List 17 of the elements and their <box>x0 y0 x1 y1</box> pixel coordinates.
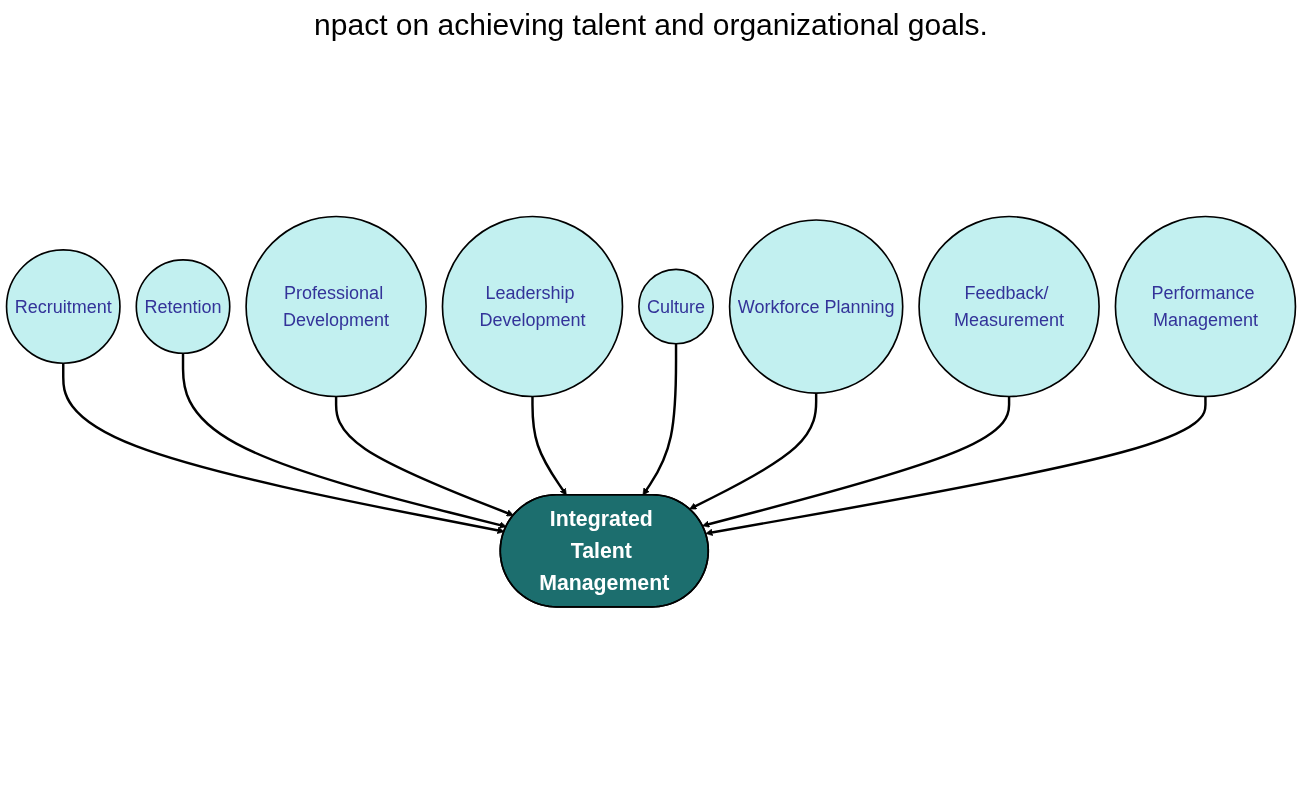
node-circle: Leadership Development <box>441 216 624 398</box>
arrow <box>181 353 507 529</box>
note-text: npact on achieving talent and organizational goals. <box>313 8 989 42</box>
node-circle: Feedback/ Measurement <box>918 216 1100 398</box>
node-circle: Recruitment <box>5 249 121 365</box>
node-circle: Culture <box>638 268 715 345</box>
arrow <box>705 396 1207 537</box>
node-circle: Workforce Planning <box>728 219 904 395</box>
arrow <box>702 396 1011 528</box>
arrow <box>334 396 514 517</box>
node-circle: Professional Development <box>245 216 427 398</box>
arrow <box>531 396 567 496</box>
node-circle: Retention <box>135 259 231 355</box>
arrow <box>62 363 505 535</box>
arrow <box>689 393 818 510</box>
arrow <box>642 344 678 496</box>
node-circle: Performance Management <box>1114 216 1297 398</box>
